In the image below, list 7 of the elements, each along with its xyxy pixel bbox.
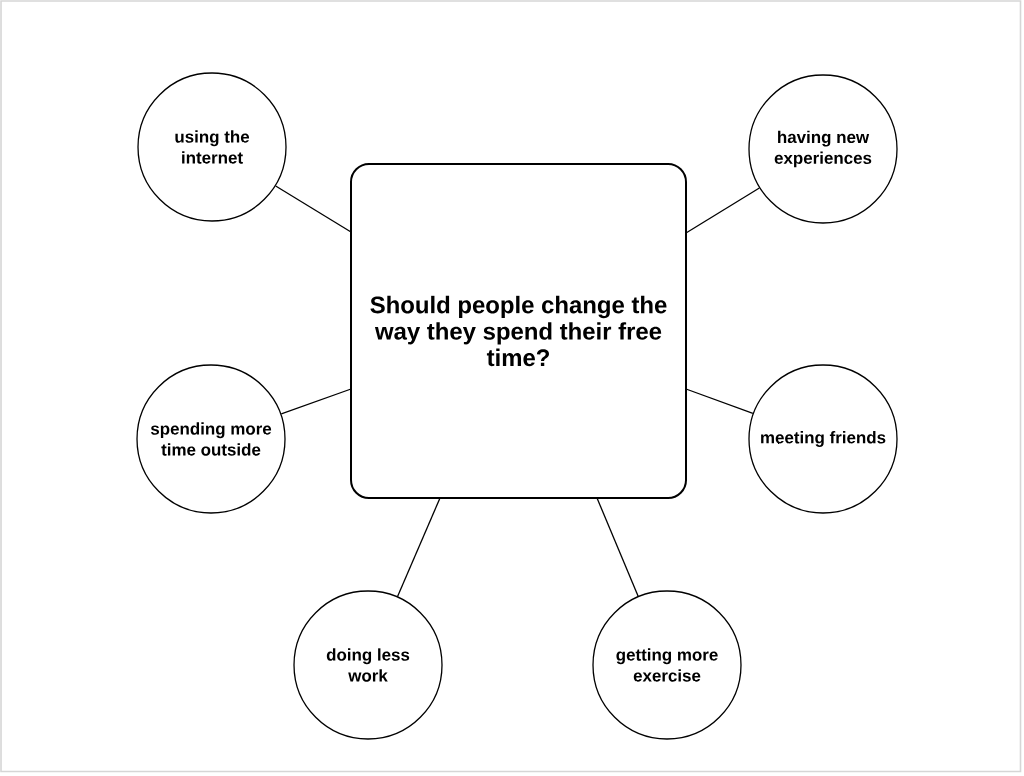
question-box: Should people change the way they spend their free time? bbox=[350, 163, 687, 499]
connector-line bbox=[685, 388, 754, 415]
connector-line bbox=[596, 497, 639, 597]
connector-line bbox=[275, 185, 352, 233]
connector-line bbox=[396, 497, 441, 598]
connector-line bbox=[685, 187, 760, 234]
connector-line bbox=[280, 388, 352, 415]
